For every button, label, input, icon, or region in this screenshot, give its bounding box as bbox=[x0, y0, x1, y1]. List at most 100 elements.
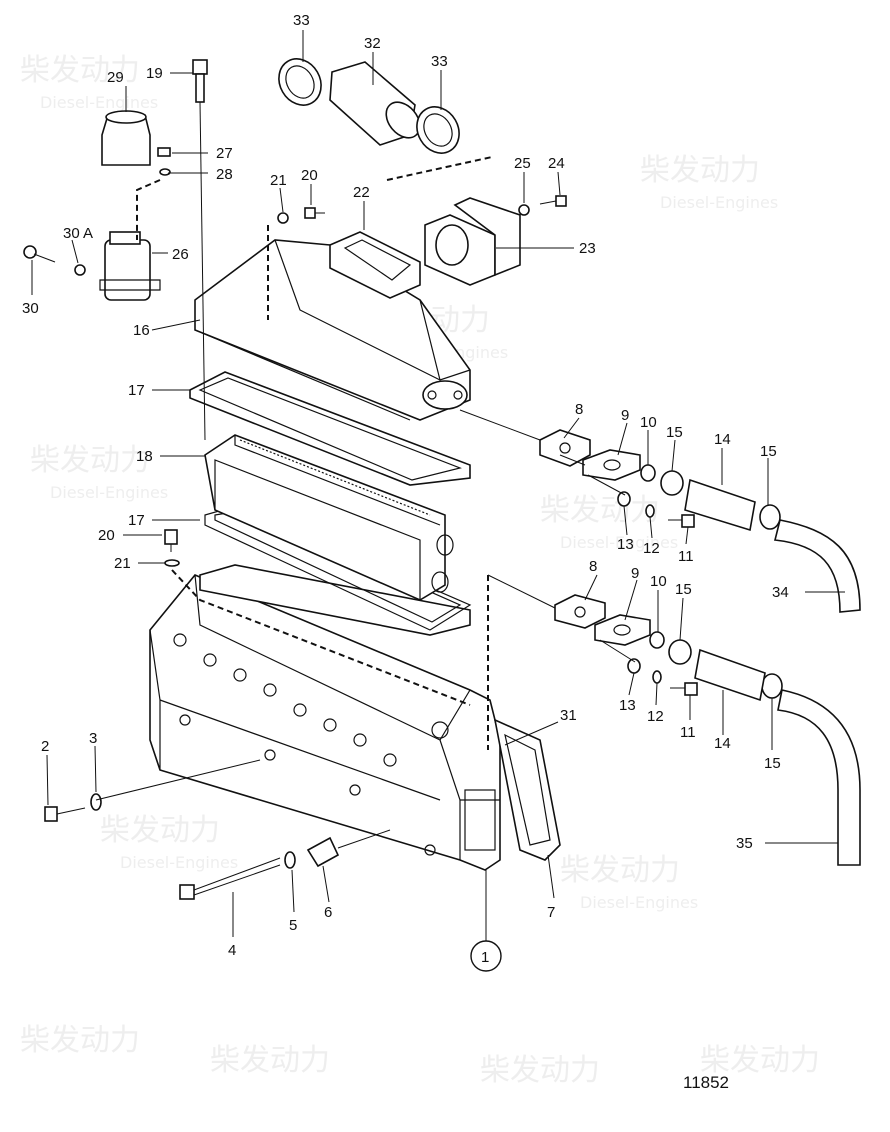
callout-12: 12 bbox=[647, 708, 664, 725]
callout-15: 15 bbox=[666, 424, 683, 441]
hose-14-upper-part bbox=[684, 478, 756, 532]
callout-12: 12 bbox=[643, 540, 660, 557]
cap-29-part bbox=[101, 110, 151, 166]
watermark-cn: 柴发动力 bbox=[480, 1053, 600, 1088]
callout-27: 27 bbox=[216, 145, 233, 162]
callout-labels: 33 32 33 19 29 27 28 21 20 22 25 24 23 3… bbox=[22, 12, 789, 972]
exhaust-manifold-part bbox=[149, 574, 501, 871]
callout-3: 3 bbox=[89, 730, 97, 747]
callout-19: 19 bbox=[146, 65, 163, 82]
intercooler-core-part bbox=[204, 434, 454, 601]
callout-5: 5 bbox=[289, 917, 297, 934]
watermark-cn: 柴发动力 bbox=[20, 53, 140, 88]
callout-15: 15 bbox=[764, 755, 781, 772]
inlet-elbow-part bbox=[424, 197, 521, 286]
pipe-34-part bbox=[774, 519, 861, 613]
watermark-cn: 柴发动力 bbox=[540, 493, 660, 528]
watermark-en: Diesel-Engines bbox=[40, 93, 158, 112]
watermark-en: Diesel-Engines bbox=[120, 853, 238, 872]
callout-18: 18 bbox=[136, 448, 153, 465]
callout-11: 11 bbox=[680, 724, 696, 741]
screw-30-part bbox=[23, 245, 86, 276]
nut-27-part bbox=[157, 147, 171, 176]
callout-7: 7 bbox=[547, 904, 555, 921]
flange-8-lower-part bbox=[554, 594, 606, 629]
callout-25: 25 bbox=[514, 155, 531, 172]
callout-31: 31 bbox=[560, 707, 577, 724]
watermark-cn: 柴发动力 bbox=[640, 153, 760, 188]
callout-1-circle bbox=[470, 940, 502, 972]
bolt-11-lower-part bbox=[627, 658, 698, 696]
callout-15: 15 bbox=[760, 443, 777, 460]
assembly-lines bbox=[95, 156, 636, 849]
callout-9: 9 bbox=[621, 407, 629, 424]
callout-20: 20 bbox=[98, 527, 115, 544]
callout-14: 14 bbox=[714, 431, 731, 448]
bolt-2-part bbox=[44, 793, 102, 822]
watermark-en: Diesel-Engines bbox=[50, 483, 168, 502]
callout-33: 33 bbox=[293, 12, 310, 29]
callout-28: 28 bbox=[216, 166, 233, 183]
callout-33: 33 bbox=[431, 53, 448, 70]
watermark-cn: 柴发动力 bbox=[210, 1043, 330, 1078]
callout-20: 20 bbox=[301, 167, 318, 184]
stud-4-part bbox=[179, 836, 340, 900]
inlet-flange-part bbox=[329, 231, 421, 299]
callout-26: 26 bbox=[172, 246, 189, 263]
callout-16: 16 bbox=[133, 322, 150, 339]
pipe-35-part bbox=[777, 689, 861, 866]
callout-21: 21 bbox=[114, 555, 131, 572]
callout-10: 10 bbox=[640, 414, 657, 431]
callout-22: 22 bbox=[353, 184, 370, 201]
hose-14-lower-part bbox=[694, 648, 766, 702]
callout-9: 9 bbox=[631, 565, 639, 582]
watermark-cn: 柴发动力 bbox=[560, 853, 680, 888]
bolt-20-upper-part bbox=[277, 207, 325, 224]
rubber-sleeve-32-part bbox=[329, 61, 421, 146]
callout-24: 24 bbox=[548, 155, 565, 172]
watermark-en: Diesel-Engines bbox=[560, 533, 678, 552]
gasket-17-upper-part bbox=[189, 371, 471, 486]
gasket-7-part bbox=[493, 718, 561, 861]
callout-30a: 30 A bbox=[63, 225, 93, 242]
callout-23: 23 bbox=[579, 240, 596, 257]
callout-8: 8 bbox=[589, 558, 597, 575]
upper-cover-part bbox=[194, 239, 471, 421]
relay-26-part bbox=[99, 231, 161, 301]
bolt-24-part bbox=[518, 195, 567, 216]
watermark-cn: 柴发动力 bbox=[30, 443, 150, 478]
leader-lines bbox=[31, 30, 845, 941]
callout-11: 11 bbox=[678, 548, 694, 565]
washer-10-upper-part bbox=[640, 464, 656, 482]
callout-35: 35 bbox=[736, 835, 753, 852]
clamp-15-upper-part bbox=[660, 470, 781, 530]
callout-2: 2 bbox=[41, 738, 49, 755]
watermark-cn: 柴发动力 bbox=[20, 1023, 140, 1058]
drawing-number: 11852 bbox=[683, 1073, 729, 1092]
bolt-20-lower-part bbox=[164, 529, 180, 567]
callout-21: 21 bbox=[270, 172, 287, 189]
callout-4: 4 bbox=[228, 942, 236, 959]
callout-17: 17 bbox=[128, 382, 145, 399]
hose-clamp-33-part bbox=[278, 58, 460, 154]
watermark-en: Diesel-Engines bbox=[660, 193, 778, 212]
callout-34: 34 bbox=[772, 584, 789, 601]
flange-9-upper-part bbox=[582, 449, 641, 481]
callout-17: 17 bbox=[128, 512, 145, 529]
callout-8: 8 bbox=[575, 401, 583, 418]
callout-1: 1 bbox=[481, 949, 489, 966]
watermark-cn: 柴发动力 bbox=[700, 1043, 820, 1078]
bolt-19-part bbox=[192, 59, 208, 441]
callout-14: 14 bbox=[714, 735, 731, 752]
callout-10: 10 bbox=[650, 573, 667, 590]
watermark-en: Diesel-Engines bbox=[580, 893, 698, 912]
washer-10-lower-part bbox=[649, 631, 665, 649]
callout-30: 30 bbox=[22, 300, 39, 317]
callout-13: 13 bbox=[617, 536, 634, 553]
callout-15: 15 bbox=[675, 581, 692, 598]
flange-9-lower-part bbox=[594, 614, 651, 646]
callout-6: 6 bbox=[324, 904, 332, 921]
callout-29: 29 bbox=[107, 69, 124, 86]
